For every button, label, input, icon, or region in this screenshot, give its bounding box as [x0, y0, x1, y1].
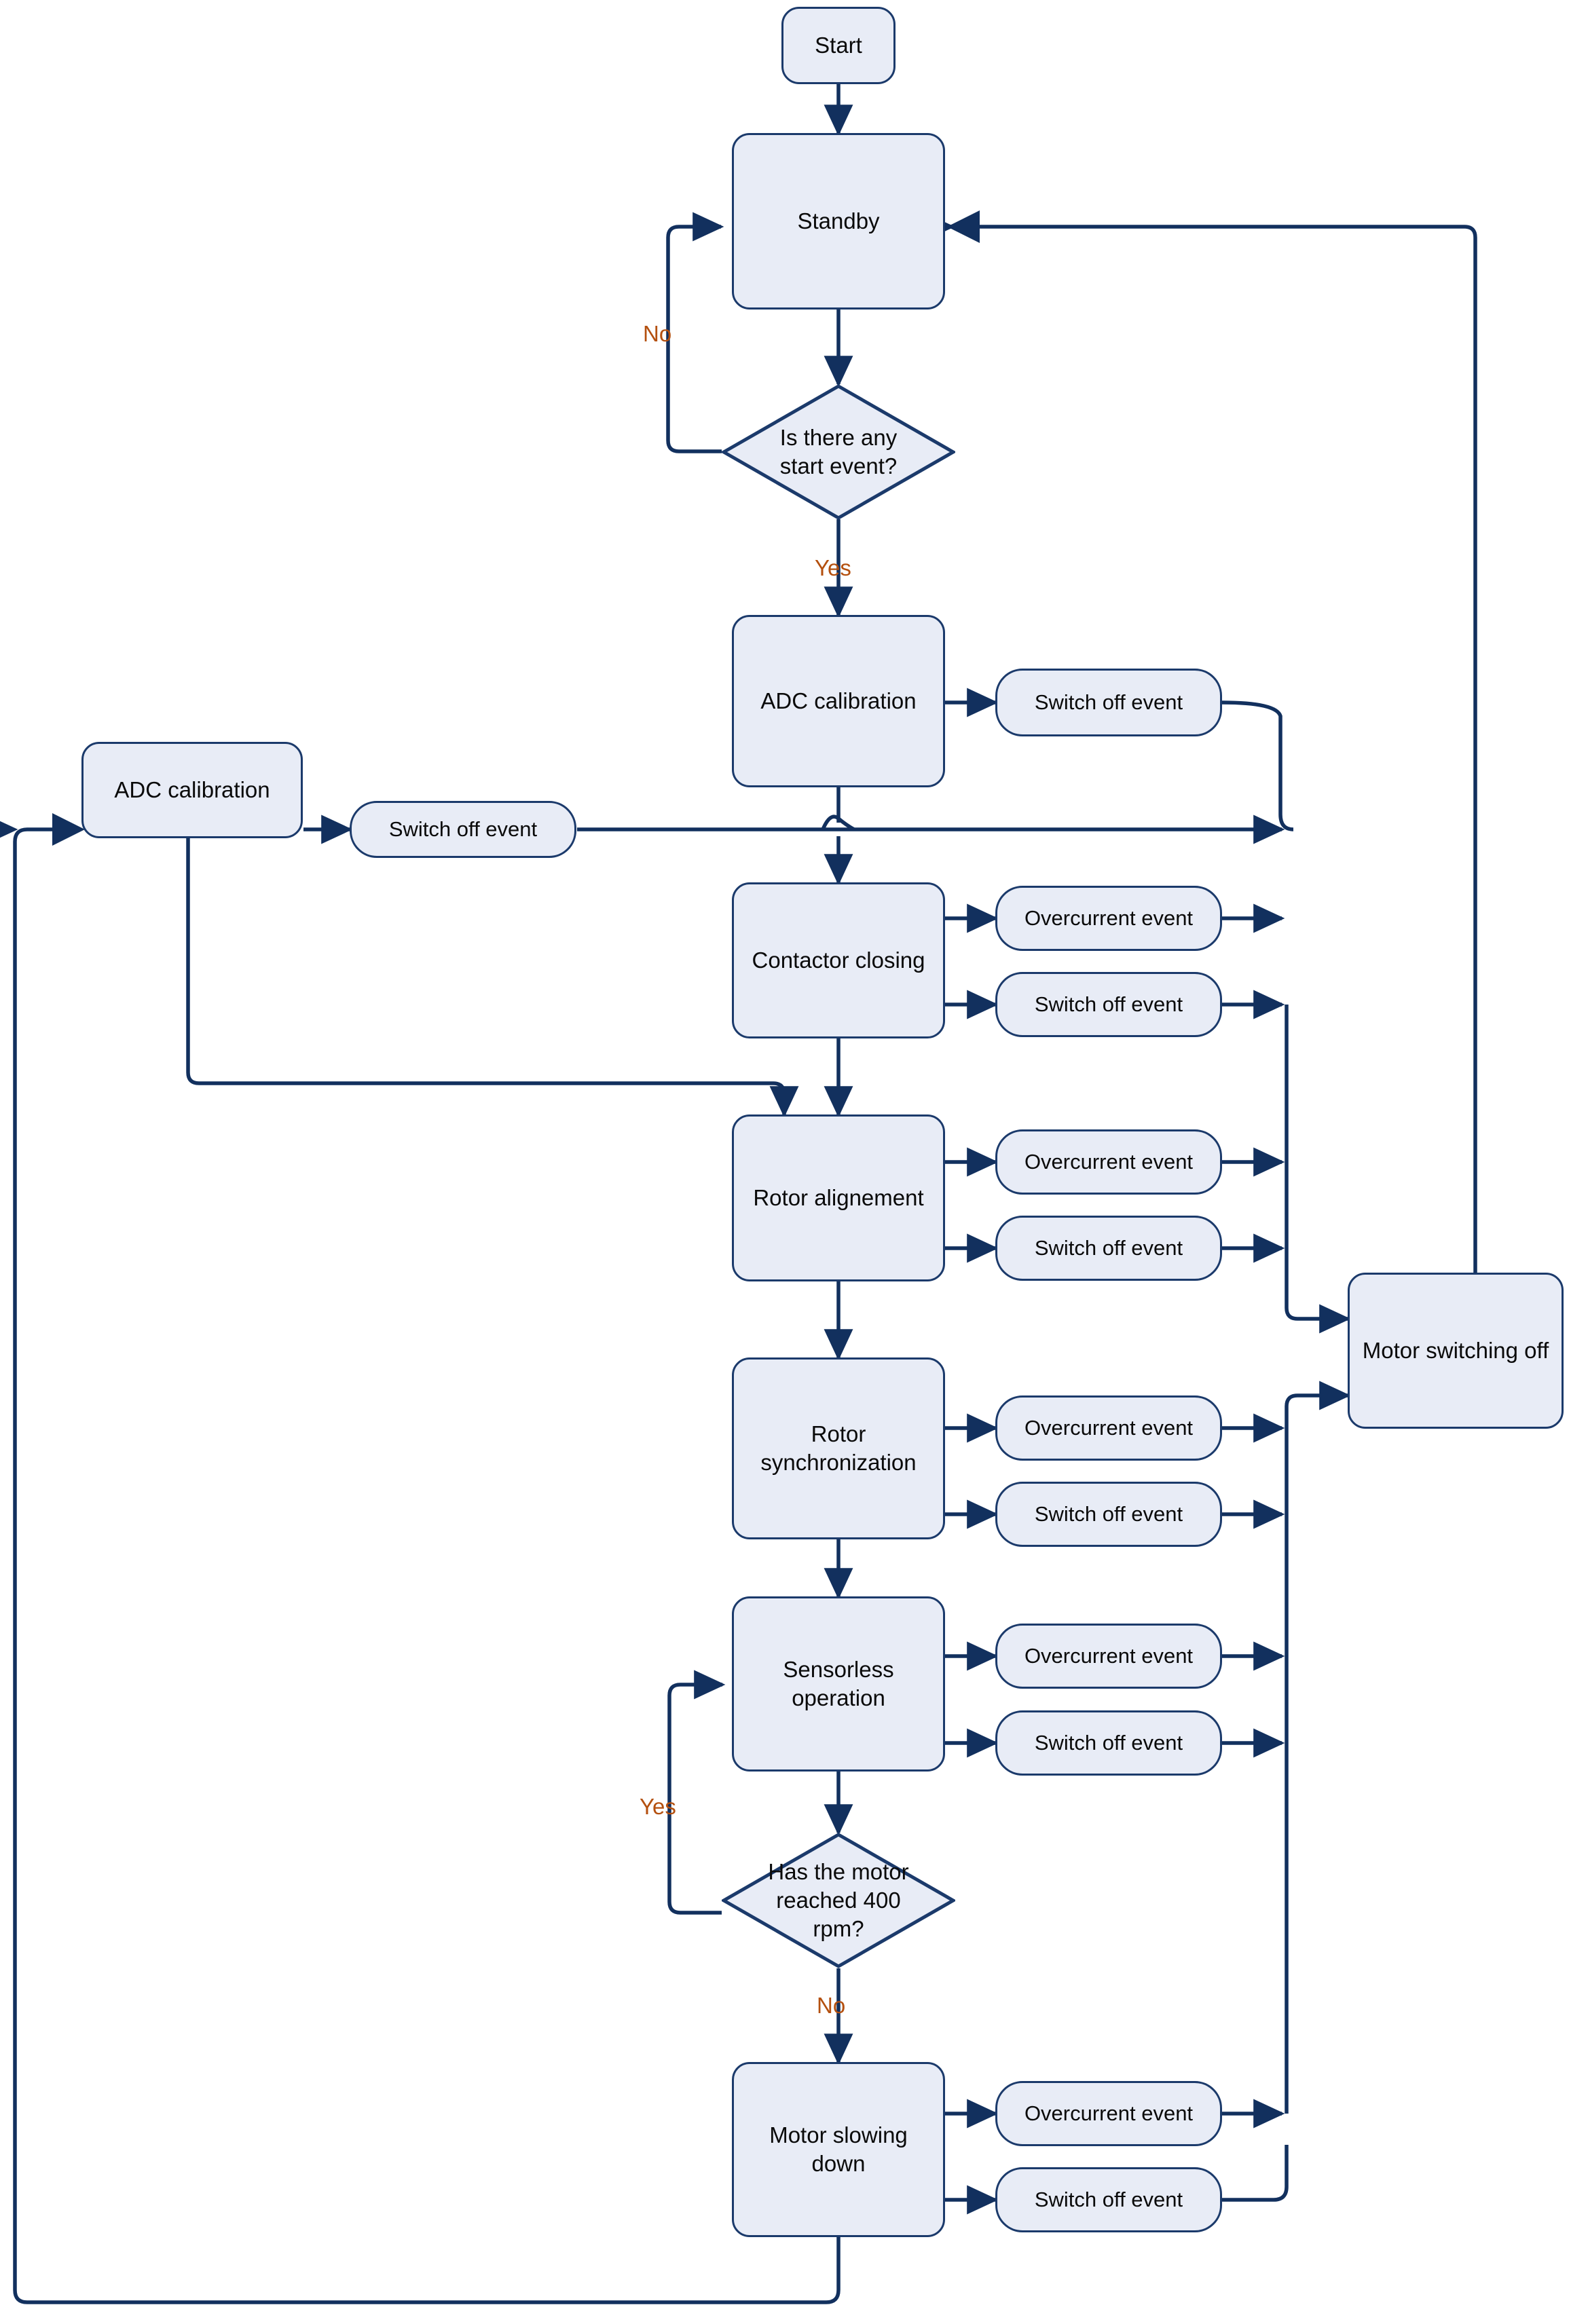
- node-rotor-alignement[interactable]: Rotor alignement: [732, 1114, 945, 1281]
- node-motor-switching-off-label: Motor switching off: [1362, 1337, 1549, 1363]
- node-standby-label: Standby: [797, 208, 880, 233]
- event-switch-off-alignement[interactable]: Switch off event: [995, 1216, 1222, 1281]
- arrowhead-into-left-adc: [52, 813, 85, 846]
- edge-left-adc-to-rotoralign: [186, 838, 799, 1118]
- event-switch-off-alignement-label: Switch off event: [1034, 1236, 1183, 1260]
- node-motor-switching-off[interactable]: Motor switching off: [1348, 1273, 1564, 1429]
- node-adc-calibration-main[interactable]: ADC calibration: [732, 615, 945, 787]
- edge-label-no-start-event: No: [643, 321, 672, 346]
- node-standby[interactable]: Standby: [732, 133, 945, 310]
- event-overcurrent-alignement-label: Overcurrent event: [1024, 1150, 1194, 1174]
- event-switch-off-slowing[interactable]: Switch off event: [995, 2167, 1222, 2232]
- event-overcurrent-sensorless-label: Overcurrent event: [1024, 1644, 1194, 1668]
- node-contactor-closing[interactable]: Contactor closing: [732, 882, 945, 1038]
- node-motor-slowing-down-label: Motor slowing down: [769, 2122, 908, 2176]
- event-overcurrent-slowing[interactable]: Overcurrent event: [995, 2081, 1222, 2146]
- event-overcurrent-alignement[interactable]: Overcurrent event: [995, 1129, 1222, 1195]
- event-overcurrent-sync-label: Overcurrent event: [1024, 1416, 1194, 1440]
- node-start-label: Start: [815, 32, 862, 58]
- wire-switchoff-adc-to-bus: [1221, 700, 1294, 831]
- event-switch-off-contactor-label: Switch off event: [1034, 992, 1183, 1017]
- edge-label-yes-400rpm: Yes: [640, 1794, 676, 1819]
- event-switch-off-left[interactable]: Switch off event: [350, 801, 576, 858]
- event-switch-off-sensorless[interactable]: Switch off event: [995, 1710, 1222, 1776]
- node-start[interactable]: Start: [781, 7, 895, 84]
- node-sensorless-operation-label: Sensorless operation: [783, 1656, 894, 1710]
- node-rotor-synchronization-label: Rotor synchronization: [760, 1421, 917, 1475]
- node-rotor-synchronization[interactable]: Rotor synchronization: [732, 1357, 945, 1539]
- edge-bus-to-motoroff-upper: [1285, 1005, 1351, 1334]
- edge-label-no-400rpm: No: [817, 1993, 846, 2018]
- event-overcurrent-sync[interactable]: Overcurrent event: [995, 1395, 1222, 1461]
- wire-hop: [821, 814, 855, 831]
- event-overcurrent-contactor-label: Overcurrent event: [1024, 906, 1194, 931]
- event-overcurrent-slowing-label: Overcurrent event: [1024, 2101, 1194, 2126]
- event-switch-off-left-label: Switch off event: [388, 817, 538, 842]
- node-decision-400rpm[interactable]: Has the motor reached 400 rpm?: [722, 1833, 955, 1968]
- event-switch-off-sensorless-label: Switch off event: [1034, 1731, 1183, 1755]
- node-adc-calibration-left[interactable]: ADC calibration: [81, 742, 303, 838]
- arrowhead-into-standby-right: [947, 210, 980, 243]
- edge-label-yes-start-event: Yes: [815, 555, 851, 580]
- event-overcurrent-sensorless[interactable]: Overcurrent event: [995, 1624, 1222, 1689]
- event-overcurrent-contactor[interactable]: Overcurrent event: [995, 886, 1222, 951]
- node-rotor-alignement-label: Rotor alignement: [753, 1184, 924, 1210]
- node-decision-400rpm-label: Has the motor reached 400 rpm?: [768, 1858, 909, 1942]
- event-switch-off-adc[interactable]: Switch off event: [995, 669, 1222, 736]
- node-decision-start-event-label: Is there any start event?: [779, 424, 898, 479]
- event-switch-off-sync-label: Switch off event: [1034, 1502, 1183, 1526]
- edge-bus-to-motoroff-lower: [1285, 1381, 1351, 2114]
- event-switch-off-slowing-label: Switch off event: [1034, 2188, 1183, 2212]
- node-motor-slowing-down[interactable]: Motor slowing down: [732, 2062, 945, 2237]
- event-switch-off-adc-label: Switch off event: [1034, 690, 1183, 715]
- node-sensorless-operation[interactable]: Sensorless operation: [732, 1596, 945, 1772]
- node-decision-start-event[interactable]: Is there any start event?: [722, 384, 955, 520]
- wire-slowing-to-left-adc: [13, 827, 841, 2304]
- event-switch-off-contactor[interactable]: Switch off event: [995, 972, 1222, 1037]
- node-adc-calibration-left-label: ADC calibration: [114, 776, 270, 802]
- wire-switchoff-slowing-to-bus: [1222, 2145, 1289, 2202]
- edge-no-to-standby: [666, 212, 724, 453]
- edge-yes400-to-sensorless: [667, 1670, 726, 1915]
- node-contactor-closing-label: Contactor closing: [752, 947, 925, 973]
- event-switch-off-sync[interactable]: Switch off event: [995, 1482, 1222, 1547]
- wire-motoroff-to-standby: [950, 225, 1477, 1273]
- node-adc-calibration-main-label: ADC calibration: [760, 688, 917, 713]
